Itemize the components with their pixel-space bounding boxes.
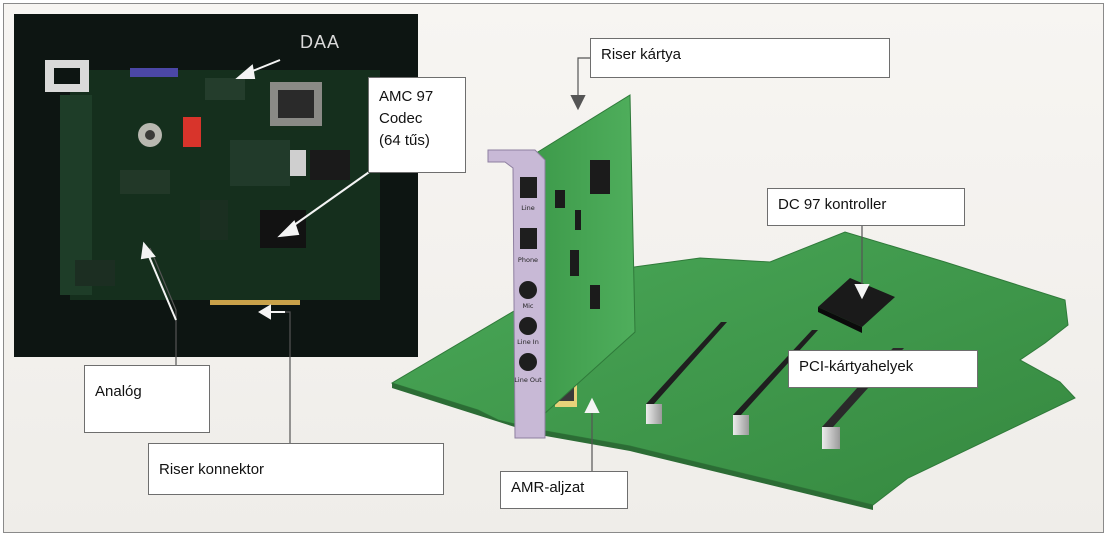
callout-pci-kartyahelyek: PCI-kártyahelyek: [788, 350, 978, 388]
callout-pci-kartyahelyek-text: PCI-kártyahelyek: [799, 358, 913, 375]
callout-amr-aljzat: AMR-aljzat: [500, 471, 628, 509]
callout-analog-text: Analóg: [95, 383, 142, 400]
callout-amr-aljzat-text: AMR-aljzat: [511, 479, 584, 496]
port-label-mic: Mic: [523, 302, 534, 310]
leader-riser-kartya: [578, 58, 590, 100]
callout-dc97-kontroller-text: DC 97 kontroller: [778, 196, 886, 213]
daa-label: DAA: [300, 32, 340, 53]
callout-riser-konnektor-text: Riser konnektor: [159, 461, 264, 478]
callout-amc-codec-line1: AMC 97: [379, 86, 455, 108]
callout-riser-konnektor: Riser konnektor: [148, 443, 444, 495]
amr-card-photo: [14, 14, 418, 357]
callout-amc-codec-line3: (64 tűs): [379, 130, 455, 152]
port-label-line-in: Line In: [517, 338, 539, 346]
callout-riser-kartya: Riser kártya: [590, 38, 890, 78]
port-label-phone: Phone: [518, 256, 538, 264]
callout-analog: Analóg: [84, 365, 210, 433]
port-label-line-out: Line Out: [514, 376, 542, 384]
arrow-riser-kartya: [572, 96, 584, 108]
callout-riser-kartya-text: Riser kártya: [601, 46, 681, 63]
port-label-line: Line: [521, 204, 535, 212]
callout-amc-codec: AMC 97 Codec (64 tűs): [368, 77, 466, 173]
callout-amc-codec-line2: Codec: [379, 108, 455, 130]
callout-dc97-kontroller: DC 97 kontroller: [767, 188, 965, 226]
